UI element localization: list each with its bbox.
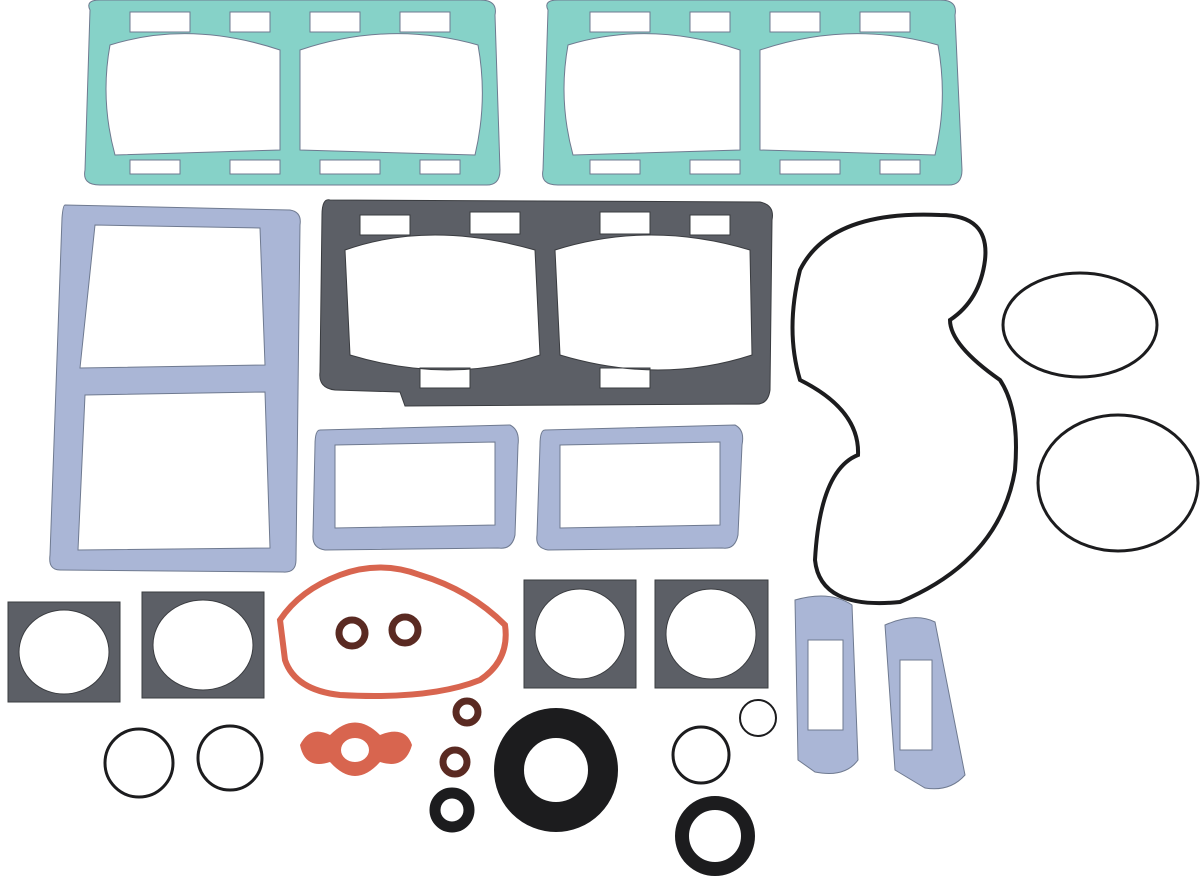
small-seal [429, 787, 475, 833]
o-ring [196, 724, 264, 792]
teal-head-gasket-left [84, 0, 501, 186]
black-cover-o-ring [790, 212, 1018, 605]
exhaust-gasket-4 [654, 579, 769, 689]
exhaust-gasket-1 [7, 601, 121, 703]
blue-exhaust-valve-gasket-left [794, 595, 859, 774]
o-ring [671, 725, 731, 785]
o-ring [103, 727, 175, 799]
dark-cylinder-gasket [319, 199, 773, 407]
exhaust-gasket-2 [141, 591, 265, 699]
small-seal [388, 613, 422, 647]
small-seal [335, 616, 369, 650]
small-seal [452, 697, 482, 727]
orange-flange-gasket [300, 722, 412, 776]
teal-head-gasket-right [542, 0, 963, 186]
reed-gasket-left [312, 424, 519, 551]
large-o-ring-bottom [1036, 413, 1200, 553]
large-o-ring-top [1001, 271, 1159, 379]
exhaust-gasket-3 [523, 579, 637, 689]
blue-exhaust-valve-gasket-right [884, 617, 966, 790]
crankshaft-seal-large [494, 708, 618, 832]
reed-gasket-right [536, 424, 744, 551]
o-ring [739, 699, 777, 737]
small-seal [439, 746, 471, 778]
crankshaft-seal-medium [675, 796, 755, 876]
orange-water-pump-gasket [276, 564, 509, 699]
blue-base-gasket [49, 204, 301, 573]
